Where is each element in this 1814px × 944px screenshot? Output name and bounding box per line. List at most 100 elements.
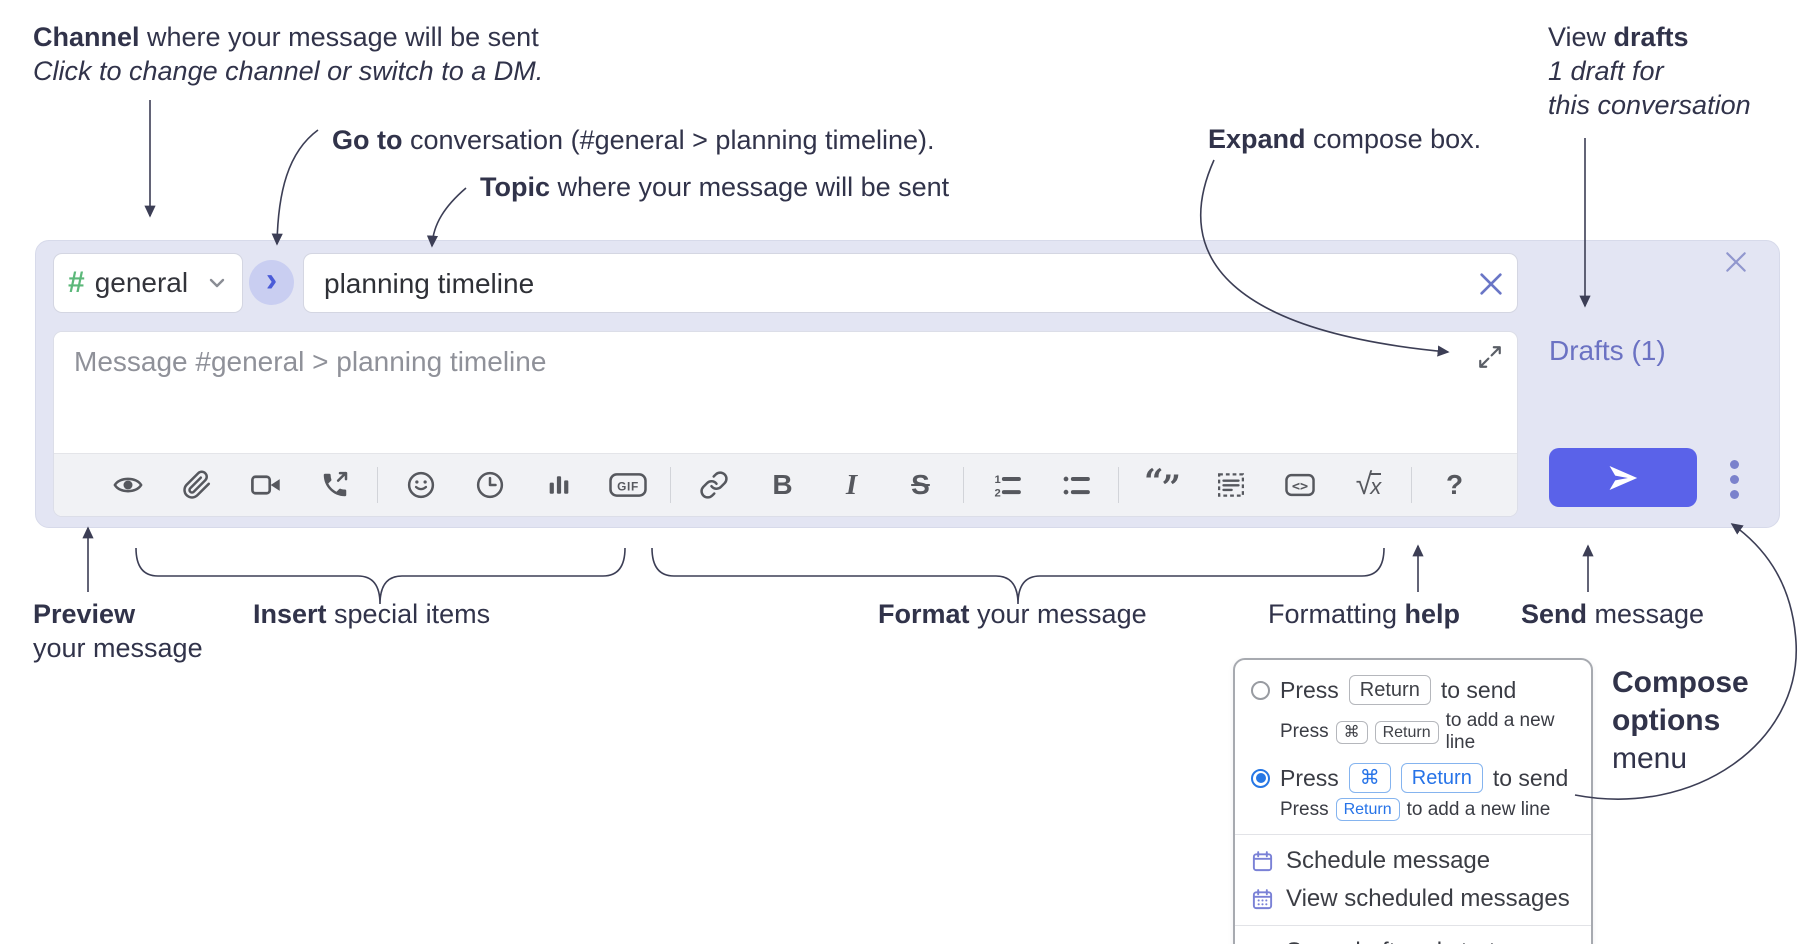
drafts-callout-bold: drafts — [1613, 22, 1689, 52]
gif-button[interactable]: GIF — [593, 454, 662, 517]
audio-call-button[interactable] — [300, 454, 369, 517]
compose-menu-callout: Compose options menu — [1612, 664, 1749, 778]
paperclip-icon — [182, 470, 210, 499]
toolbar-divider — [670, 467, 671, 503]
channel-callout-bold: Channel — [33, 22, 140, 52]
link-button[interactable] — [679, 454, 748, 517]
global-time-button[interactable] — [455, 454, 524, 517]
goto-callout-bold: Go to — [332, 125, 403, 155]
format-callout-rest: your message — [969, 599, 1147, 629]
smiley-icon — [407, 471, 434, 499]
radio-selected-icon[interactable] — [1251, 768, 1270, 788]
strikethrough-button[interactable]: S — [886, 454, 955, 517]
menu-option-return-to-send[interactable]: Press Return to send — [1235, 672, 1591, 708]
expand-compose-icon[interactable] — [1477, 344, 1503, 370]
eye-icon — [112, 477, 143, 493]
menu-divider — [1235, 834, 1591, 835]
goto-callout: Go to conversation (#general > planning … — [332, 123, 935, 157]
attach-file-button[interactable] — [162, 454, 231, 517]
insert-callout: Insert special items — [253, 597, 490, 631]
drafts-callout-pre: View — [1548, 22, 1614, 52]
preview-button[interactable] — [93, 454, 162, 517]
return-key-badge: Return — [1348, 675, 1431, 705]
calendar-icon — [1252, 850, 1273, 871]
emoji-button[interactable] — [386, 454, 455, 517]
bold-button[interactable]: B — [748, 454, 817, 517]
return-key-badge: Return — [1374, 720, 1439, 744]
menu-text: Press — [1280, 764, 1339, 791]
goto-callout-rest: conversation (#general > planning timeli… — [402, 125, 935, 155]
italic-button[interactable]: I — [817, 454, 886, 517]
menu-item-label: Schedule message — [1286, 847, 1491, 874]
channel-callout: Channel where your message will be sent … — [33, 20, 543, 88]
svg-text:1: 1 — [994, 474, 1000, 486]
go-to-conversation-button[interactable]: › — [249, 260, 294, 305]
drafts-link[interactable]: Drafts (1) — [1549, 335, 1666, 366]
math-button[interactable]: √x — [1334, 454, 1403, 517]
menu-option-cmd-return-subtext: Press Return to add a new line — [1235, 796, 1591, 827]
compose-menu-callout-b1: Compose — [1612, 666, 1749, 699]
topic-clear-icon[interactable] — [1477, 270, 1505, 298]
toolbar-divider — [1411, 467, 1412, 503]
message-textarea[interactable] — [54, 332, 1474, 456]
menu-subtext: to add a new line — [1406, 798, 1551, 820]
link-icon — [699, 471, 728, 499]
menu-subtext: Press — [1280, 721, 1329, 742]
insert-callout-rest: special items — [326, 599, 491, 629]
preview-callout: Preview your message — [33, 597, 203, 665]
help-callout: Formatting help — [1268, 597, 1460, 631]
question-mark-icon: ? — [1445, 469, 1464, 500]
menu-item-schedule-message[interactable]: Schedule message — [1235, 842, 1591, 880]
return-key-badge: Return — [1335, 798, 1400, 821]
menu-item-label: View scheduled messages — [1286, 885, 1570, 912]
menu-item-view-scheduled[interactable]: View scheduled messages — [1235, 880, 1591, 918]
topic-field — [303, 253, 1518, 314]
menu-item-save-draft[interactable]: Save draft and start a new message — [1235, 933, 1591, 944]
clock-icon — [476, 471, 503, 499]
compose-options-menu: Press Return to send Press ⌘ Return to a… — [1233, 658, 1593, 944]
radio-unselected-icon[interactable] — [1251, 680, 1270, 700]
phone-call-icon — [323, 471, 347, 497]
svg-text:<>: <> — [1291, 478, 1307, 494]
poll-button[interactable] — [524, 454, 593, 517]
toolbar-divider — [377, 467, 378, 503]
message-box: GIF B I S — [53, 331, 1518, 517]
latex-icon: √x — [1355, 468, 1382, 501]
calendar-grid-icon — [1252, 888, 1273, 909]
menu-subtext: Press — [1280, 798, 1329, 820]
toolbar-divider — [1118, 467, 1119, 503]
formatting-help-button[interactable]: ? — [1420, 454, 1489, 517]
spoiler-button[interactable] — [1196, 454, 1265, 517]
code-icon: <> — [1284, 473, 1315, 497]
channel-callout-rest: where your message will be sent — [139, 22, 539, 52]
send-callout-bold: Send — [1521, 599, 1588, 629]
compose-options-button[interactable] — [1722, 460, 1746, 499]
send-icon — [1609, 465, 1638, 490]
quote-button[interactable]: “” — [1127, 454, 1196, 517]
menu-divider — [1235, 925, 1591, 926]
return-key-badge: Return — [1400, 763, 1483, 793]
insert-brace — [135, 547, 626, 605]
numbered-list-button[interactable]: 1 2 — [972, 454, 1041, 517]
cmd-key-badge: ⌘ — [1348, 763, 1391, 793]
send-button[interactable] — [1549, 448, 1697, 507]
bulleted-list-icon — [1063, 476, 1090, 495]
channel-select[interactable]: # general — [53, 253, 243, 313]
numbered-list-icon: 1 2 — [994, 474, 1021, 499]
close-compose-icon[interactable] — [1723, 249, 1749, 275]
topic-callout-bold: Topic — [480, 172, 550, 202]
bulleted-list-button[interactable] — [1041, 454, 1110, 517]
drafts-callout-line3: this conversation — [1548, 90, 1751, 120]
video-call-button[interactable] — [231, 454, 300, 517]
compose-menu-callout-b2: options — [1612, 704, 1721, 737]
quote-icon: “” — [1143, 462, 1181, 508]
preview-callout-line2: your message — [33, 633, 203, 663]
topic-input[interactable] — [322, 254, 1466, 314]
kebab-dot — [1729, 475, 1739, 484]
video-camera-icon — [250, 475, 280, 495]
kebab-dot — [1729, 460, 1739, 469]
code-button[interactable]: <> — [1265, 454, 1334, 517]
send-callout: Send message — [1521, 597, 1704, 631]
topic-callout-rest: where your message will be sent — [550, 172, 950, 202]
menu-option-cmd-return-to-send[interactable]: Press ⌘ Return to send — [1235, 760, 1591, 796]
